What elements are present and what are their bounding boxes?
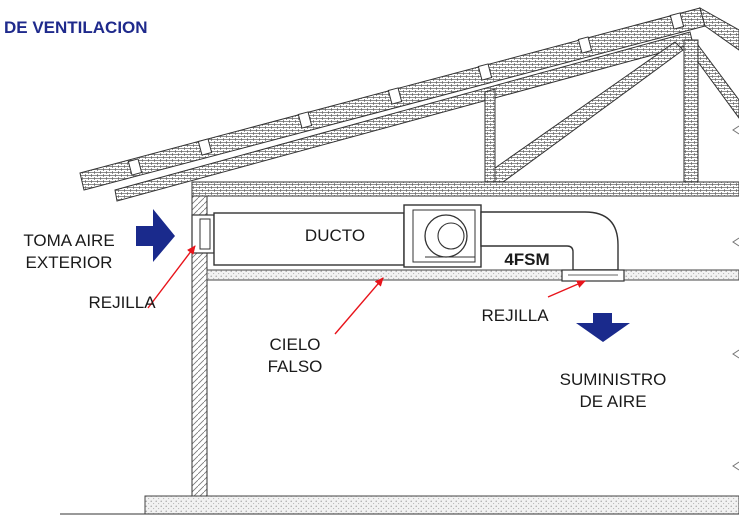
intake-louver	[191, 214, 215, 254]
truss-post-right	[683, 39, 699, 183]
duct	[213, 212, 405, 266]
leader-rejilla-left	[147, 245, 196, 309]
supply-grille	[561, 269, 625, 282]
label-suministro-line1: SUMINISTRO	[559, 370, 667, 389]
label-ducto: DUCTO	[304, 226, 366, 245]
floor-slab	[144, 495, 739, 515]
page-title: DE VENTILACION	[4, 18, 148, 37]
label-suministro-line2: DE AIRE	[579, 392, 647, 411]
roof-right-slope	[699, 6, 739, 51]
label-cielo-falso: CIELO FALSO	[255, 334, 335, 378]
label-rejilla-right: REJILLA	[481, 306, 549, 325]
intake-arrow	[136, 209, 175, 262]
roof	[79, 6, 739, 202]
right-edge-marks	[732, 125, 739, 471]
truss	[191, 39, 739, 197]
supply-arrow	[576, 313, 630, 342]
label-toma-line2: EXTERIOR	[25, 253, 113, 272]
label-suministro: SUMINISTRO DE AIRE	[548, 369, 678, 413]
truss-bottom-chord	[191, 181, 739, 197]
label-cielo-line2: FALSO	[267, 357, 323, 376]
roof-rafter-lower	[114, 31, 694, 202]
leader-rejilla-right	[547, 280, 586, 298]
fan-unit	[403, 204, 482, 268]
label-rejilla-left: REJILLA	[88, 293, 156, 312]
false-ceiling	[206, 269, 739, 281]
truss-post-center	[484, 88, 496, 183]
truss-diagonal-right	[697, 43, 739, 119]
label-cielo-line1: CIELO	[269, 335, 321, 354]
truss-diagonal	[494, 41, 684, 183]
label-toma-aire: TOMA AIRE EXTERIOR	[10, 230, 128, 274]
label-unit: 4FSM	[504, 250, 550, 269]
leader-cielo	[334, 277, 384, 335]
label-toma-line1: TOMA AIRE	[23, 231, 115, 250]
